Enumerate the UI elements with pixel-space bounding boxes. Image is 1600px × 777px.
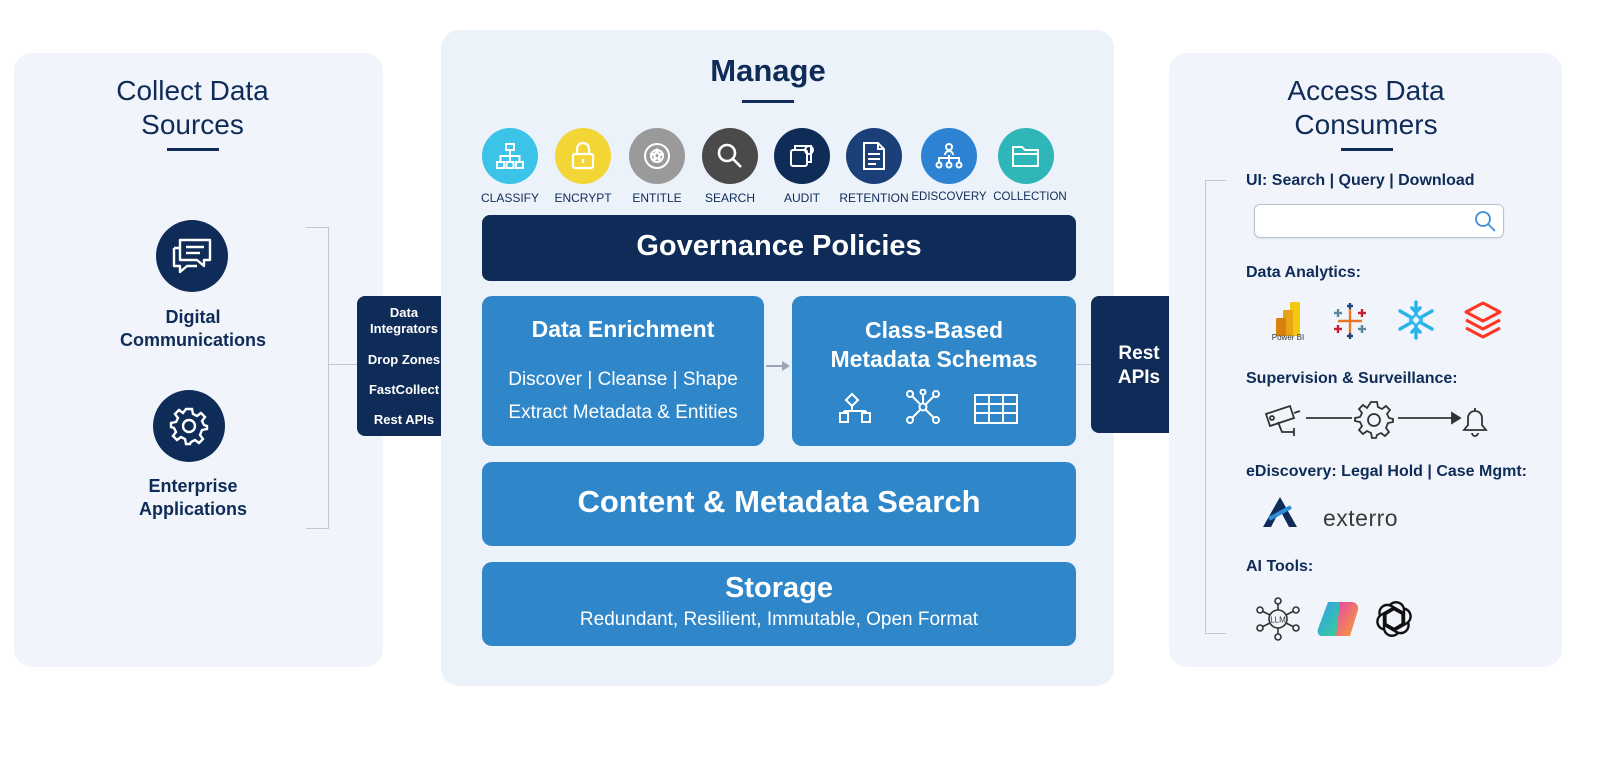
manage-title: Manage bbox=[710, 53, 826, 88]
metadata-schemas-title-line2: Metadata Schemas bbox=[830, 346, 1038, 372]
search-label: SEARCH bbox=[704, 191, 755, 205]
ediscovery-label: EDISCOVERY bbox=[911, 191, 987, 203]
data-enrichment-title: Data Enrichment bbox=[531, 316, 715, 342]
gear-icon bbox=[153, 390, 225, 462]
ui-search-query-download-label: UI: Search | Query | Download bbox=[1246, 172, 1475, 189]
storage-title: Storage bbox=[725, 572, 833, 604]
enrichment-arrow-icon bbox=[766, 361, 790, 371]
content-metadata-search-title: Content & Metadata Search bbox=[577, 484, 981, 519]
entitle-label: ENTITLE bbox=[632, 191, 682, 205]
rest-apis-connector-left bbox=[1076, 364, 1091, 365]
snowflake-logo bbox=[1398, 300, 1434, 340]
enterprise-applications-label: Enterprise Applications bbox=[103, 475, 283, 521]
llm-network-icon: LLM bbox=[1256, 597, 1300, 641]
document-icon bbox=[846, 128, 902, 184]
power-bi-caption: Power BI bbox=[1271, 333, 1305, 342]
data-enrichment-line1: Discover | Cleanse | Shape bbox=[508, 369, 738, 390]
relativity-logo bbox=[1263, 497, 1297, 527]
consumers-bracket bbox=[1205, 180, 1226, 634]
badge-icon bbox=[629, 128, 685, 184]
ingest-box: Data Integrators Drop Zones FastCollect … bbox=[357, 296, 451, 436]
access-title-line1: Access Data bbox=[1287, 75, 1445, 106]
collection-label: COLLECTION bbox=[993, 191, 1067, 203]
data-enrichment-box: Data Enrichment Discover | Cleanse | Sha… bbox=[482, 296, 764, 446]
content-metadata-search-box: Content & Metadata Search bbox=[482, 462, 1076, 546]
access-panel bbox=[1169, 53, 1562, 667]
source-label-line1: Digital bbox=[165, 307, 221, 327]
rest-apis-label: Rest APIs bbox=[1091, 342, 1187, 390]
storage-subtitle: Redundant, Resilient, Immutable, Open Fo… bbox=[579, 609, 979, 630]
llm-text: LLM bbox=[1270, 616, 1286, 625]
copilot-logo bbox=[1317, 602, 1359, 636]
source-label-line2: Communications bbox=[119, 330, 266, 350]
bell-icon bbox=[1462, 408, 1488, 437]
collect-title-line2: Sources bbox=[141, 109, 244, 140]
data-enrichment-line2: Extract Metadata & Entities bbox=[508, 402, 738, 423]
governance-policies-title: Governance Policies bbox=[636, 230, 922, 262]
source-label-line2: Applications bbox=[138, 499, 247, 519]
metadata-schemas-box: Class-Based Metadata Schemas bbox=[792, 296, 1076, 446]
chat-icon bbox=[156, 220, 228, 292]
table-icon bbox=[974, 394, 1018, 424]
ingest-item-fastcollect: FastCollect bbox=[368, 382, 440, 397]
retention-label: RETENTION bbox=[839, 191, 909, 205]
supervision-surveillance-label: Supervision & Surveillance: bbox=[1246, 370, 1458, 387]
collect-title: Collect Data Sources bbox=[90, 74, 295, 142]
ediscovery-legal-hold-label: eDiscovery: Legal Hold | Case Mgmt: bbox=[1246, 463, 1527, 480]
folder-icon bbox=[998, 128, 1054, 184]
ingest-item-drop-zones: Drop Zones bbox=[367, 352, 441, 367]
ingest-item-rest-apis: Rest APIs bbox=[373, 412, 435, 427]
data-analytics-label: Data Analytics: bbox=[1246, 264, 1361, 281]
audit-label: AUDIT bbox=[784, 191, 820, 205]
collect-panel bbox=[14, 53, 383, 667]
exterro-logo: exterro bbox=[1323, 505, 1399, 531]
search-icon[interactable] bbox=[1473, 209, 1497, 233]
power-bi-logo bbox=[1276, 302, 1300, 336]
digital-communications-label: Digital Communications bbox=[103, 306, 283, 352]
gear-small-icon bbox=[1354, 401, 1394, 439]
access-title-line2: Consumers bbox=[1294, 109, 1438, 140]
search-input[interactable] bbox=[1254, 204, 1504, 238]
tableau-logo bbox=[1334, 303, 1366, 339]
ai-tools-label: AI Tools: bbox=[1246, 558, 1314, 575]
collect-title-underline bbox=[167, 148, 219, 151]
audit-icon bbox=[774, 128, 830, 184]
source-label-line1: Enterprise bbox=[148, 476, 238, 496]
ingest-item-integrators: Integrators bbox=[370, 321, 438, 336]
network-icon bbox=[906, 389, 940, 424]
hierarchy-icon bbox=[482, 128, 538, 184]
camera-icon bbox=[1264, 404, 1301, 436]
databricks-logo bbox=[1464, 301, 1502, 339]
org-chart-icon bbox=[921, 128, 977, 184]
classify-label: CLASSIFY bbox=[480, 191, 540, 205]
tree-icon bbox=[839, 392, 871, 423]
metadata-schemas-title: Class-Based Metadata Schemas bbox=[792, 316, 1076, 374]
ingest-item-data: Data bbox=[389, 305, 419, 320]
collect-title-line1: Collect Data bbox=[116, 75, 269, 106]
access-title: Access Data Consumers bbox=[1266, 74, 1466, 142]
encrypt-label: ENCRYPT bbox=[554, 191, 612, 205]
sources-connector bbox=[328, 364, 358, 365]
sources-bracket bbox=[306, 227, 329, 529]
openai-logo bbox=[1376, 601, 1412, 637]
manage-title-underline bbox=[742, 100, 794, 103]
magnifier-icon bbox=[702, 128, 758, 184]
rest-apis-line1: Rest bbox=[1118, 343, 1160, 364]
supervision-flow bbox=[1264, 401, 1488, 439]
rest-apis-line2: APIs bbox=[1117, 367, 1161, 388]
metadata-schemas-title-line1: Class-Based bbox=[864, 317, 1004, 343]
governance-policies-box: Governance Policies bbox=[482, 215, 1076, 281]
lock-icon bbox=[555, 128, 611, 184]
access-title-underline bbox=[1341, 148, 1393, 151]
storage-box: Storage Redundant, Resilient, Immutable,… bbox=[482, 562, 1076, 646]
